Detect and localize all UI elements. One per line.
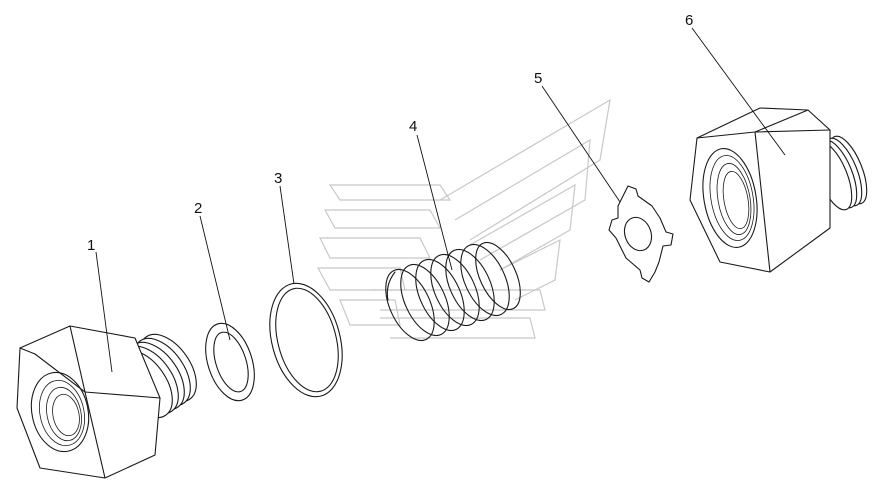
leader-4: [416, 134, 453, 271]
leader-5: [541, 85, 621, 203]
part-3-o-ring: [269, 282, 343, 398]
part-6-hex-nut: [689, 107, 868, 273]
leader-3: [279, 185, 295, 285]
part-2-washer: [205, 322, 255, 402]
callout-labels: 1 2 3 4 5 6: [87, 12, 693, 254]
callout-1: 1: [87, 237, 95, 254]
callout-3: 3: [274, 170, 282, 187]
callout-4: 4: [409, 118, 417, 135]
part-1-union-body: [16, 325, 197, 479]
callout-2: 2: [194, 200, 202, 217]
watermark-logo: [316, 98, 611, 339]
callout-5: 5: [534, 70, 542, 87]
callout-6: 6: [685, 12, 693, 29]
part-5-tab-washer: [608, 185, 674, 283]
part-4-spring: [385, 241, 521, 342]
leader-6: [691, 27, 786, 156]
leader-lines: [95, 27, 786, 373]
leader-2: [199, 215, 231, 341]
leader-1: [95, 251, 113, 373]
